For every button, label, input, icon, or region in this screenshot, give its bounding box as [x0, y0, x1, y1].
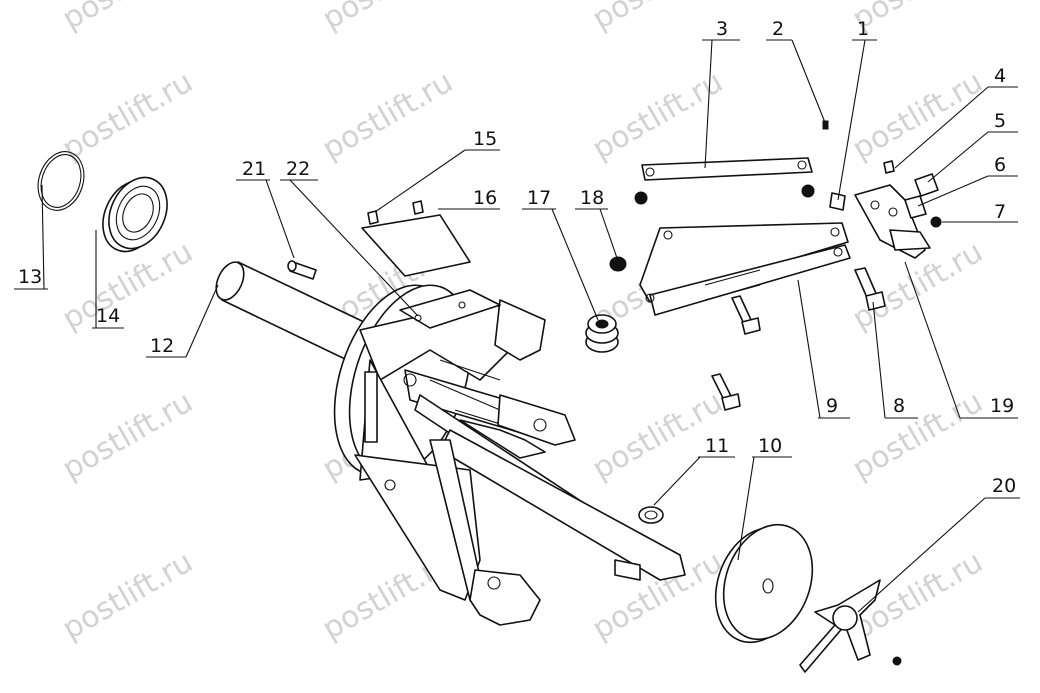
callout-7: 7 — [942, 201, 1018, 223]
bearing-part — [102, 176, 168, 253]
retaining-ring-part — [37, 151, 85, 211]
callout-4: 4 — [894, 65, 1018, 169]
callout-3: 3 — [702, 18, 740, 169]
short-link-bar-part — [634, 157, 815, 205]
callout-16: 16 — [438, 187, 500, 210]
watermark-text: postlift.ru — [847, 65, 989, 167]
svg-text:18: 18 — [580, 187, 604, 209]
main-arm-frame — [354, 299, 686, 626]
nut-part — [609, 256, 627, 272]
callout-6: 6 — [917, 154, 1018, 207]
svg-text:11: 11 — [705, 435, 729, 457]
svg-text:3: 3 — [716, 18, 728, 40]
watermark-text: postlift.ru — [317, 0, 459, 37]
svg-text:22: 22 — [286, 158, 310, 180]
callouts-layer: 1 2 3 4 5 6 7 — [14, 18, 1020, 613]
callout-5: 5 — [927, 110, 1018, 183]
watermark-text: postlift.ru — [57, 65, 199, 167]
bolt-part — [711, 373, 741, 411]
callout-2: 2 — [766, 18, 827, 126]
svg-text:2: 2 — [772, 18, 784, 40]
callout-13: 13 — [14, 184, 48, 290]
star-knob-part — [799, 579, 902, 673]
callout-17: 17 — [522, 187, 599, 321]
svg-text:6: 6 — [994, 154, 1006, 176]
watermark-text: postlift.ru — [847, 385, 989, 487]
bracket-part — [854, 184, 931, 259]
small-screw-part — [883, 160, 895, 174]
clip-part — [914, 173, 939, 197]
svg-text:4: 4 — [994, 65, 1006, 87]
watermark-text: postlift.ru — [57, 0, 199, 37]
callout-18: 18 — [575, 187, 618, 259]
callout-22: 22 — [280, 158, 419, 317]
svg-text:7: 7 — [994, 201, 1006, 223]
svg-text:17: 17 — [527, 187, 551, 209]
parts-drawing — [37, 120, 942, 673]
watermark-text: postlift.ru — [57, 545, 199, 647]
watermark-text: postlift.ru — [57, 385, 199, 487]
svg-text:13: 13 — [18, 266, 42, 288]
block-part — [904, 195, 927, 219]
spring-bushing-part — [585, 314, 619, 353]
svg-text:16: 16 — [473, 187, 497, 209]
link-pin-part — [829, 192, 846, 211]
svg-text:10: 10 — [758, 435, 782, 457]
callout-10: 10 — [737, 435, 792, 561]
callout-19: 19 — [904, 261, 1018, 419]
pin-part — [287, 260, 317, 280]
callout-15: 15 — [374, 128, 500, 213]
callout-14: 14 — [92, 230, 124, 329]
wheel-disc-part — [714, 523, 814, 644]
callout-12: 12 — [146, 284, 219, 358]
svg-text:20: 20 — [992, 475, 1016, 497]
mounting-plate-part — [399, 289, 501, 329]
svg-text:8: 8 — [893, 395, 905, 417]
callout-21: 21 — [236, 158, 295, 259]
watermark-text: postlift.ru — [317, 65, 459, 167]
svg-text:1: 1 — [857, 18, 869, 40]
svg-text:5: 5 — [994, 110, 1006, 132]
eye-ring-part — [638, 506, 664, 524]
svg-text:21: 21 — [242, 158, 266, 180]
svg-text:15: 15 — [473, 128, 497, 150]
bolt-part — [731, 295, 761, 335]
callout-11: 11 — [653, 435, 735, 506]
svg-text:14: 14 — [96, 305, 120, 327]
long-link-part — [639, 222, 851, 316]
callout-1: 1 — [837, 18, 877, 201]
callout-9: 9 — [797, 279, 850, 419]
cover-plate-part — [361, 200, 471, 277]
nut-part — [930, 216, 942, 228]
callout-8: 8 — [872, 301, 918, 419]
svg-text:9: 9 — [826, 395, 838, 417]
watermark-text: postlift.ru — [587, 0, 729, 37]
svg-text:19: 19 — [990, 395, 1014, 417]
callout-20: 20 — [857, 475, 1020, 613]
svg-text:12: 12 — [150, 335, 174, 357]
hinge-bolt-part — [854, 267, 886, 311]
